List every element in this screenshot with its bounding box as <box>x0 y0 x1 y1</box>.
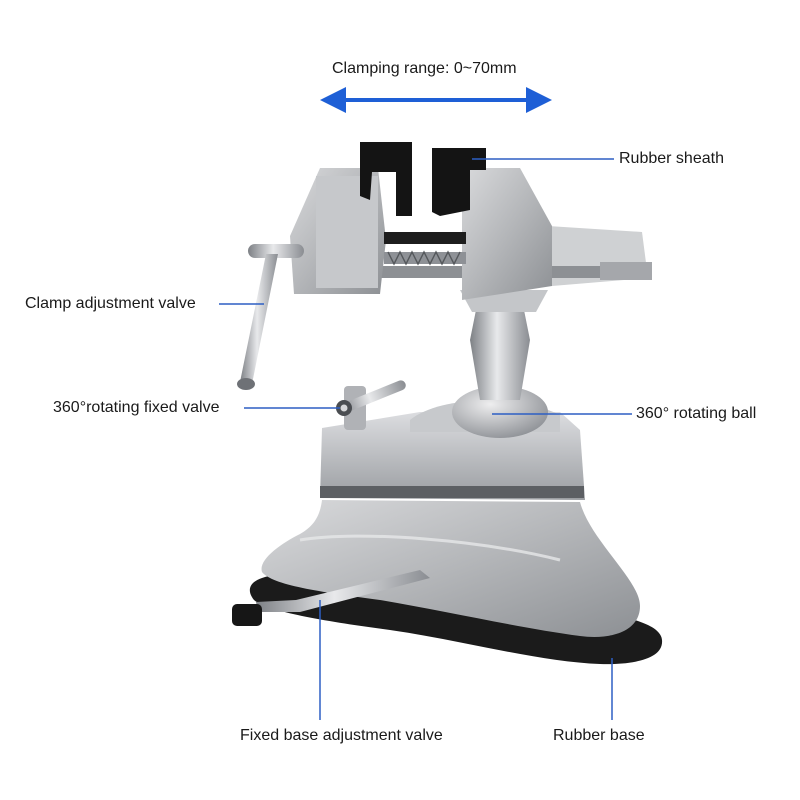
rubber-base-label: Rubber base <box>553 727 645 744</box>
clamping-range-arrow <box>320 87 552 113</box>
clamp-adjustment-valve-label: Clamp adjustment valve <box>25 295 196 312</box>
right-jaw-shape <box>462 168 552 300</box>
rubber-sheath-label: Rubber sheath <box>619 150 724 167</box>
rubber-sheath-right-shape <box>432 148 486 216</box>
clamping-range-label: Clamping range: 0~70mm <box>332 60 517 77</box>
rotating-ball-shape <box>452 386 548 438</box>
rotating-fixed-valve-label: 360°rotating fixed valve <box>53 399 220 416</box>
rubber-sheath-left-shape <box>360 142 412 216</box>
rotating-fixed-knob-shape <box>340 380 406 413</box>
base-body-shape <box>261 500 640 637</box>
base-lever-shape <box>256 570 430 612</box>
rotating-ball-label: 360° rotating ball <box>636 405 757 422</box>
clamp-handle-shape <box>240 254 278 384</box>
fixed-base-adjustment-valve-label: Fixed base adjustment valve <box>240 727 443 744</box>
